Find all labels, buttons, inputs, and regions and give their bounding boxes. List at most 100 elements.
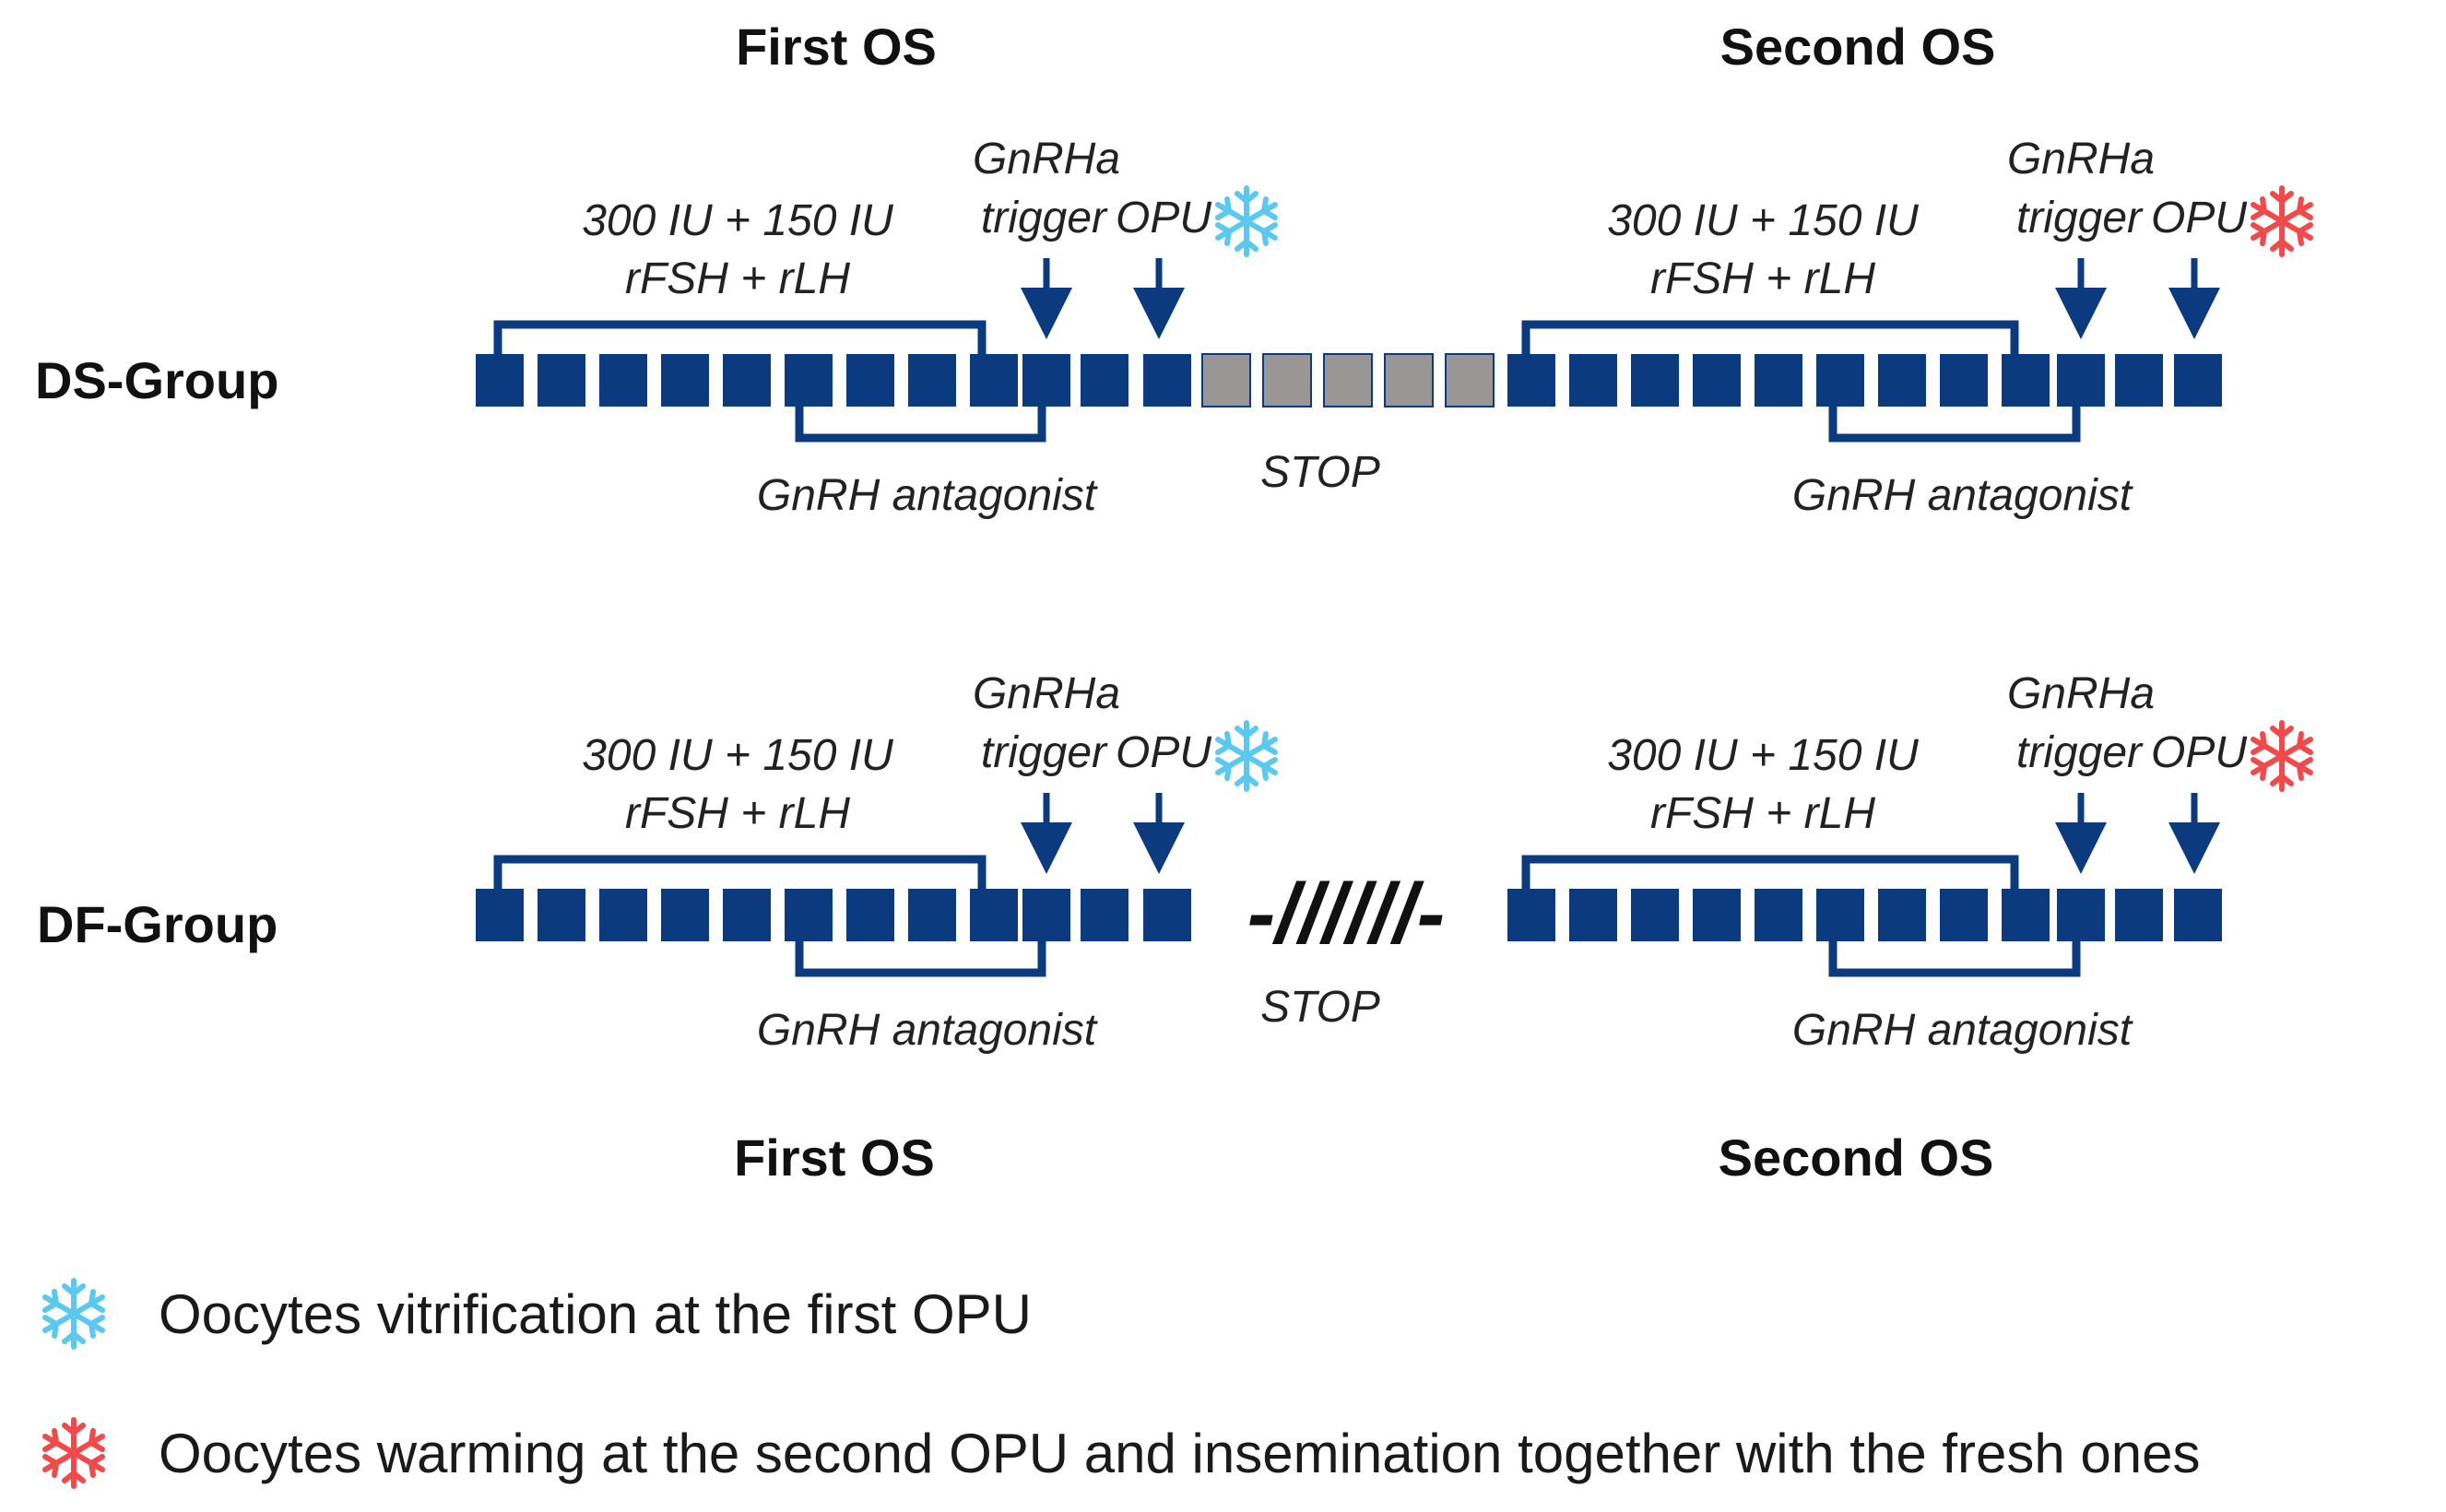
ds-first-opu-label: OPU bbox=[1116, 194, 1211, 242]
df-day-box bbox=[1631, 889, 1679, 941]
df-day-box bbox=[846, 889, 894, 941]
df-first-antagonist-bracket bbox=[795, 940, 1046, 977]
df-day-box bbox=[970, 889, 1018, 941]
ds-day-box bbox=[785, 354, 833, 407]
df-first-opu-label: OPU bbox=[1116, 728, 1211, 777]
ds-day-box bbox=[1940, 354, 1988, 407]
ds-day-box bbox=[1878, 354, 1926, 407]
df-day-box bbox=[1878, 889, 1926, 941]
df-first-dose-line2: rFSH + rLH bbox=[625, 789, 850, 838]
ds-second-trigger-line2: trigger bbox=[2016, 194, 2144, 242]
legend-red-snowflake-icon bbox=[45, 1420, 102, 1486]
df-day-box bbox=[785, 889, 833, 941]
df-day-box bbox=[1507, 889, 1555, 941]
ds-day-box bbox=[2115, 354, 2163, 407]
ds-day-box bbox=[476, 354, 524, 407]
df-second-dose-line1: 300 IU + 150 IU bbox=[1607, 731, 1919, 780]
ds-second-dose-line1: 300 IU + 150 IU bbox=[1607, 196, 1919, 245]
header-first-os-top: First OS bbox=[736, 18, 937, 76]
ds-first-stim-bracket bbox=[493, 320, 987, 355]
df-first-stim-bracket bbox=[493, 855, 987, 890]
legend-text-warming: Oocytes warming at the second OPU and in… bbox=[159, 1423, 2201, 1484]
ds-group-timeline: 300 IU + 150 IU rFSH + rLH 300 IU + 150 … bbox=[476, 135, 2310, 520]
ds-day-box bbox=[538, 354, 585, 407]
df-group-timeline: 300 IU + 150 IU rFSH + rLH 300 IU + 150 … bbox=[476, 669, 2310, 1055]
ds-day-box bbox=[1081, 354, 1128, 407]
df-second-antagonist-label: GnRH antagonist bbox=[1792, 1006, 2133, 1055]
ds-second-stim-bracket bbox=[1521, 320, 2019, 355]
df-day-box bbox=[1755, 889, 1802, 941]
df-day-box bbox=[1693, 889, 1741, 941]
ds-day-box bbox=[2002, 354, 2050, 407]
ds-day-box bbox=[1816, 354, 1864, 407]
ds-first-antagonist-bracket bbox=[795, 406, 1046, 443]
df-day-boxes bbox=[476, 889, 2222, 941]
ds-stop-day-box bbox=[1445, 353, 1495, 408]
ds-day-box bbox=[661, 354, 709, 407]
df-day-box bbox=[2174, 889, 2222, 941]
ds-second-opu-label: OPU bbox=[2151, 194, 2247, 242]
df-day-box bbox=[2057, 889, 2105, 941]
df-first-opu-snowflake-icon bbox=[1218, 723, 1275, 789]
ds-day-box bbox=[908, 354, 956, 407]
df-second-trigger-line1: GnRHa bbox=[2007, 669, 2155, 718]
df-day-box bbox=[908, 889, 956, 941]
ds-stop-day-box bbox=[1262, 353, 1312, 408]
df-day-box bbox=[661, 889, 709, 941]
legend-text-vitrification: Oocytes vitrification at the first OPU bbox=[159, 1283, 1032, 1345]
ds-day-box bbox=[2174, 354, 2222, 407]
df-stop-label: STOP bbox=[1260, 983, 1380, 1032]
df-day-box bbox=[476, 889, 524, 941]
df-second-antagonist-bracket bbox=[1828, 940, 2081, 977]
df-first-dose-line1: 300 IU + 150 IU bbox=[582, 731, 893, 780]
ds-first-trigger-line1: GnRHa bbox=[973, 135, 1120, 183]
ds-day-boxes bbox=[476, 353, 2222, 408]
df-second-trigger-line2: trigger bbox=[2016, 728, 2144, 777]
ds-first-antagonist-label: GnRH antagonist bbox=[757, 471, 1098, 520]
header-second-os-top: Second OS bbox=[1720, 18, 1996, 76]
header-first-os-bottom: First OS bbox=[734, 1128, 935, 1187]
df-first-trigger-line2: trigger bbox=[981, 728, 1108, 777]
df-day-box bbox=[1143, 889, 1191, 941]
ds-day-box bbox=[1569, 354, 1617, 407]
df-break-marks: -//////- bbox=[1247, 867, 1446, 961]
df-day-box bbox=[1081, 889, 1128, 941]
ds-stop-label: STOP bbox=[1260, 448, 1380, 497]
df-first-trigger-line1: GnRHa bbox=[973, 669, 1120, 718]
df-day-box bbox=[1022, 889, 1070, 941]
df-day-box bbox=[1940, 889, 1988, 941]
group-label-df: DF-Group bbox=[37, 895, 278, 953]
df-second-opu-label: OPU bbox=[2151, 728, 2247, 777]
ds-day-box bbox=[846, 354, 894, 407]
ds-first-dose-line2: rFSH + rLH bbox=[625, 254, 850, 303]
df-day-box bbox=[2115, 889, 2163, 941]
ds-day-box bbox=[970, 354, 1018, 407]
ds-day-box bbox=[1631, 354, 1679, 407]
header-second-os-bottom: Second OS bbox=[1719, 1128, 1994, 1187]
legend: Oocytes vitrification at the first OPU O… bbox=[45, 1281, 2201, 1486]
ds-stop-day-box bbox=[1201, 353, 1251, 408]
df-day-box bbox=[599, 889, 647, 941]
df-first-antagonist-label: GnRH antagonist bbox=[757, 1006, 1098, 1055]
ds-second-antagonist-bracket bbox=[1828, 406, 2081, 443]
df-day-box bbox=[538, 889, 585, 941]
legend-blue-snowflake-icon bbox=[45, 1281, 102, 1347]
df-second-stim-bracket bbox=[1521, 855, 2019, 890]
ds-second-antagonist-label: GnRH antagonist bbox=[1792, 471, 2133, 520]
df-day-box bbox=[723, 889, 771, 941]
group-label-ds: DS-Group bbox=[35, 351, 278, 409]
ds-stop-day-box bbox=[1384, 353, 1434, 408]
ds-day-box bbox=[1143, 354, 1191, 407]
ds-day-box bbox=[1507, 354, 1555, 407]
ds-day-box bbox=[1693, 354, 1741, 407]
ds-second-opu-snowflake-icon bbox=[2253, 188, 2310, 254]
ds-first-dose-line1: 300 IU + 150 IU bbox=[582, 196, 893, 245]
ds-day-box bbox=[2057, 354, 2105, 407]
df-day-box bbox=[1569, 889, 1617, 941]
df-second-opu-snowflake-icon bbox=[2253, 723, 2310, 789]
ds-second-trigger-line1: GnRHa bbox=[2007, 135, 2155, 183]
df-day-box bbox=[1816, 889, 1864, 941]
ds-stop-day-box bbox=[1323, 353, 1373, 408]
ds-day-box bbox=[599, 354, 647, 407]
